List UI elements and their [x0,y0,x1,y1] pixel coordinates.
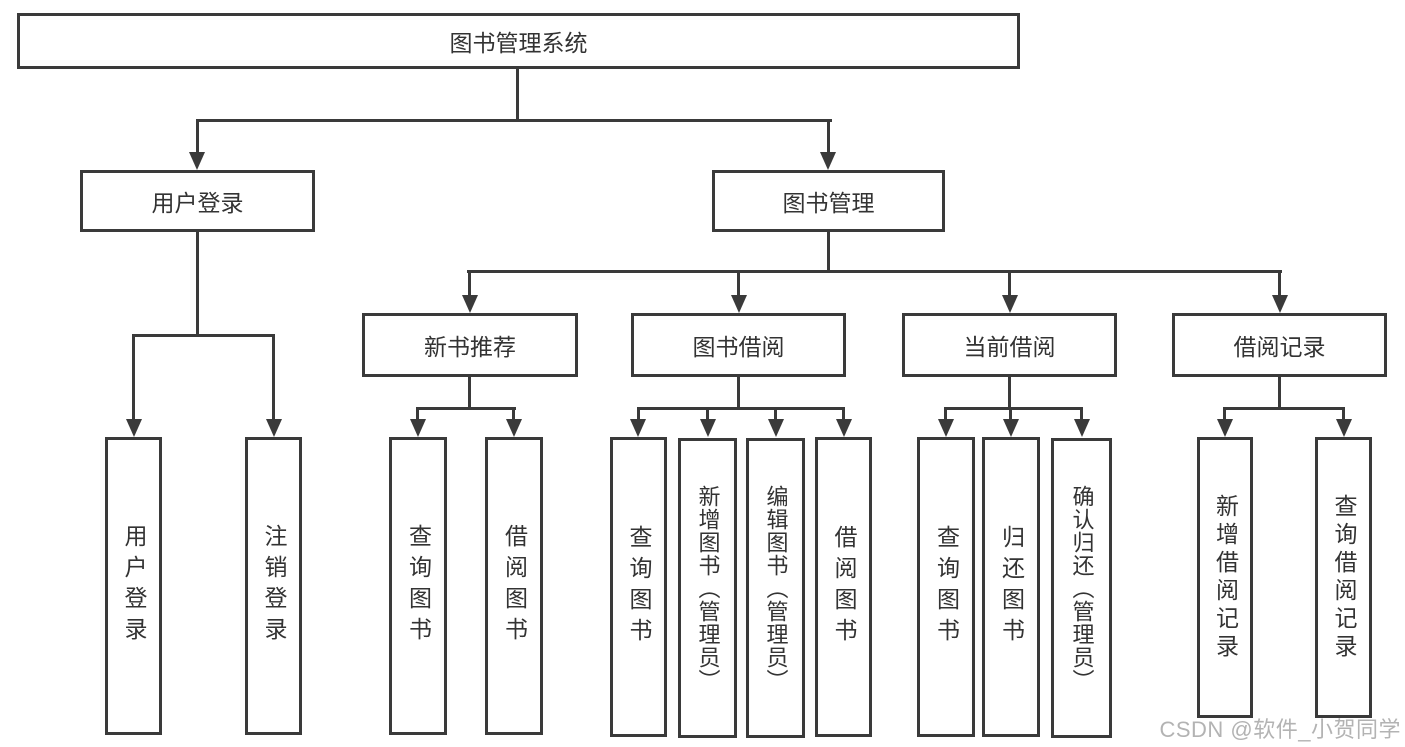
arrowhead-icon [836,419,852,437]
line [196,119,199,154]
line [416,407,516,410]
line [842,407,845,421]
leaf-edit-book-admin: 编辑图书（管理员） [746,438,805,738]
line [637,407,845,410]
line [516,69,519,120]
line [1342,407,1345,421]
arrowhead-icon [462,295,478,313]
node-book-management: 图书管理 [712,170,945,232]
arrowhead-icon [1002,295,1018,313]
leaf-query-books-borrowing: 查询图书 [610,437,667,737]
arrowhead-icon [506,419,522,437]
arrowhead-icon [1074,419,1090,437]
arrowhead-icon [189,152,205,170]
arrowhead-icon [768,419,784,437]
line [737,377,740,410]
line [132,334,275,337]
leaf-add-borrow-record: 新增借阅记录 [1197,437,1253,718]
line [1008,270,1011,298]
line [944,407,1083,410]
line [706,407,709,421]
line [468,377,471,410]
arrowhead-icon [1003,419,1019,437]
line [196,232,199,336]
line [512,407,515,421]
node-book-borrowing: 图书借阅 [631,313,846,377]
leaf-user-login: 用户登录 [105,437,162,735]
arrowhead-icon [126,419,142,437]
arrowhead-icon [731,295,747,313]
line [1223,407,1226,421]
line [774,407,777,421]
leaf-query-books-recommend: 查询图书 [389,437,447,735]
arrowhead-icon [266,419,282,437]
line [944,407,947,421]
line [1278,377,1281,410]
line [737,270,740,298]
arrowhead-icon [820,152,836,170]
leaf-logout: 注销登录 [245,437,302,735]
arrowhead-icon [630,419,646,437]
line [132,334,135,420]
line [1009,407,1012,421]
leaf-query-books-current: 查询图书 [917,437,975,737]
line [196,119,832,122]
leaf-return-book: 归还图书 [982,437,1040,737]
arrowhead-icon [1272,295,1288,313]
line [827,119,830,154]
line [1008,377,1011,410]
line [1278,270,1281,298]
csdn-watermark: CSDN @软件_小贺同学 [1159,717,1401,742]
arrowhead-icon [700,419,716,437]
leaf-query-borrow-record: 查询借阅记录 [1315,437,1372,718]
line [1223,407,1345,410]
leaf-borrow-books-recommend: 借阅图书 [485,437,543,735]
line [637,407,640,421]
leaf-confirm-return-admin: 确认归还（管理员） [1051,438,1112,738]
line [1080,407,1083,421]
line [467,270,1282,273]
line [468,270,471,298]
arrowhead-icon [1336,419,1352,437]
node-new-book-recommend: 新书推荐 [362,313,578,377]
leaf-add-book-admin: 新增图书（管理员） [678,438,737,738]
leaf-borrow-books-borrowing: 借阅图书 [815,437,872,737]
node-borrowing-records: 借阅记录 [1172,313,1387,377]
line [416,407,419,421]
arrowhead-icon [1217,419,1233,437]
line [827,232,830,273]
node-library-management-system: 图书管理系统 [17,13,1020,69]
arrowhead-icon [410,419,426,437]
line [272,334,275,420]
node-user-login: 用户登录 [80,170,315,232]
arrowhead-icon [938,419,954,437]
node-current-borrowing: 当前借阅 [902,313,1117,377]
